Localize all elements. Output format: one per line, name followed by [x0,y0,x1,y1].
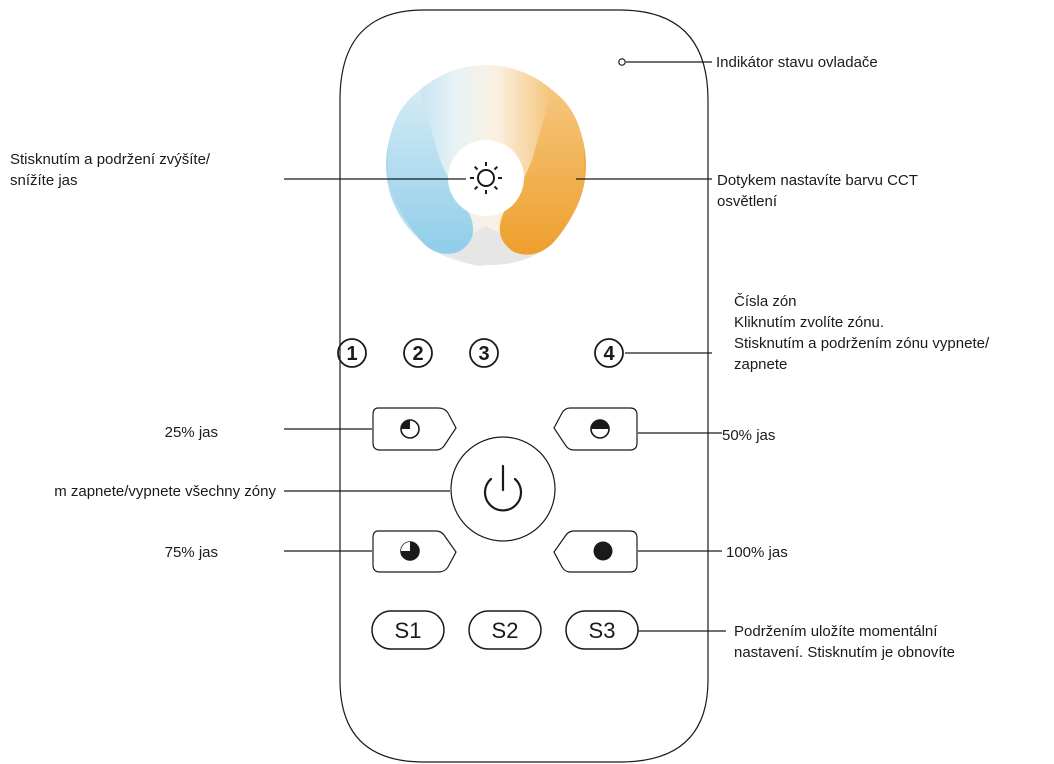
brightness-75-button[interactable] [372,530,457,573]
zones-label-line4: zapnete [734,356,787,373]
scene-label-line2: nastavení. Stisknutím je obnovíte [734,644,955,661]
scene-button-label: S1 [395,618,422,643]
zones-label-line1: Čísla zón [734,293,797,310]
brightness-label-line2: snížíte jas [10,172,78,189]
power-button[interactable] [450,436,556,542]
zone-number: 1 [346,343,357,365]
scene-button-s3[interactable]: S3 [565,610,639,650]
zones-label-line2: Kliknutím zvolíte zónu. [734,314,884,331]
zones-label-line3: Stisknutím a podržením zónu vypnete/ [734,335,990,352]
cct-color-wheel[interactable] [386,65,586,266]
brightness-label-line1: Stisknutím a podržení zvýšíte/ [10,151,211,168]
brightness-75-icon [400,541,420,561]
status-indicator [618,58,626,66]
zone-number: 4 [603,343,615,365]
zone-button-2[interactable]: 2 [403,338,433,368]
brightness-100-label: 100% jas [726,544,788,561]
cct-warm-zone[interactable] [499,90,584,255]
scene-button-s1[interactable]: S1 [371,610,445,650]
scene-button-s2[interactable]: S2 [468,610,542,650]
zone-button-3[interactable]: 3 [469,338,499,368]
brightness-75-label: 75% jas [165,544,218,561]
brightness-50-icon [590,419,610,439]
indicator-label: Indikátor stavu ovladače [716,54,878,71]
zone-button-4[interactable]: 4 [594,338,624,368]
scene-button-label: S3 [589,618,616,643]
cct-cool-zone[interactable] [388,90,474,254]
power-icon [483,464,523,512]
remote-body [339,9,709,763]
scene-button-label: S2 [492,618,519,643]
zone-button-1[interactable]: 1 [337,338,367,368]
brightness-button[interactable] [448,140,524,216]
brightness-100-icon [593,541,613,561]
scene-label-line1: Podržením uložíte momentální [734,623,938,640]
sun-icon [470,162,502,194]
power-label: m zapnete/vypnete všechny zóny [54,483,276,500]
brightness-25-icon [400,419,420,439]
brightness-50-label: 50% jas [722,427,775,444]
brightness-25-button[interactable] [372,407,457,451]
brightness-100-button[interactable] [553,530,638,573]
zone-number: 3 [478,343,489,365]
brightness-25-label: 25% jas [165,424,218,441]
zone-number: 2 [412,343,423,365]
brightness-50-button[interactable] [553,407,638,451]
cct-label-line1: Dotykem nastavíte barvu CCT [717,172,918,189]
cct-label-line2: osvětlení [717,193,778,210]
